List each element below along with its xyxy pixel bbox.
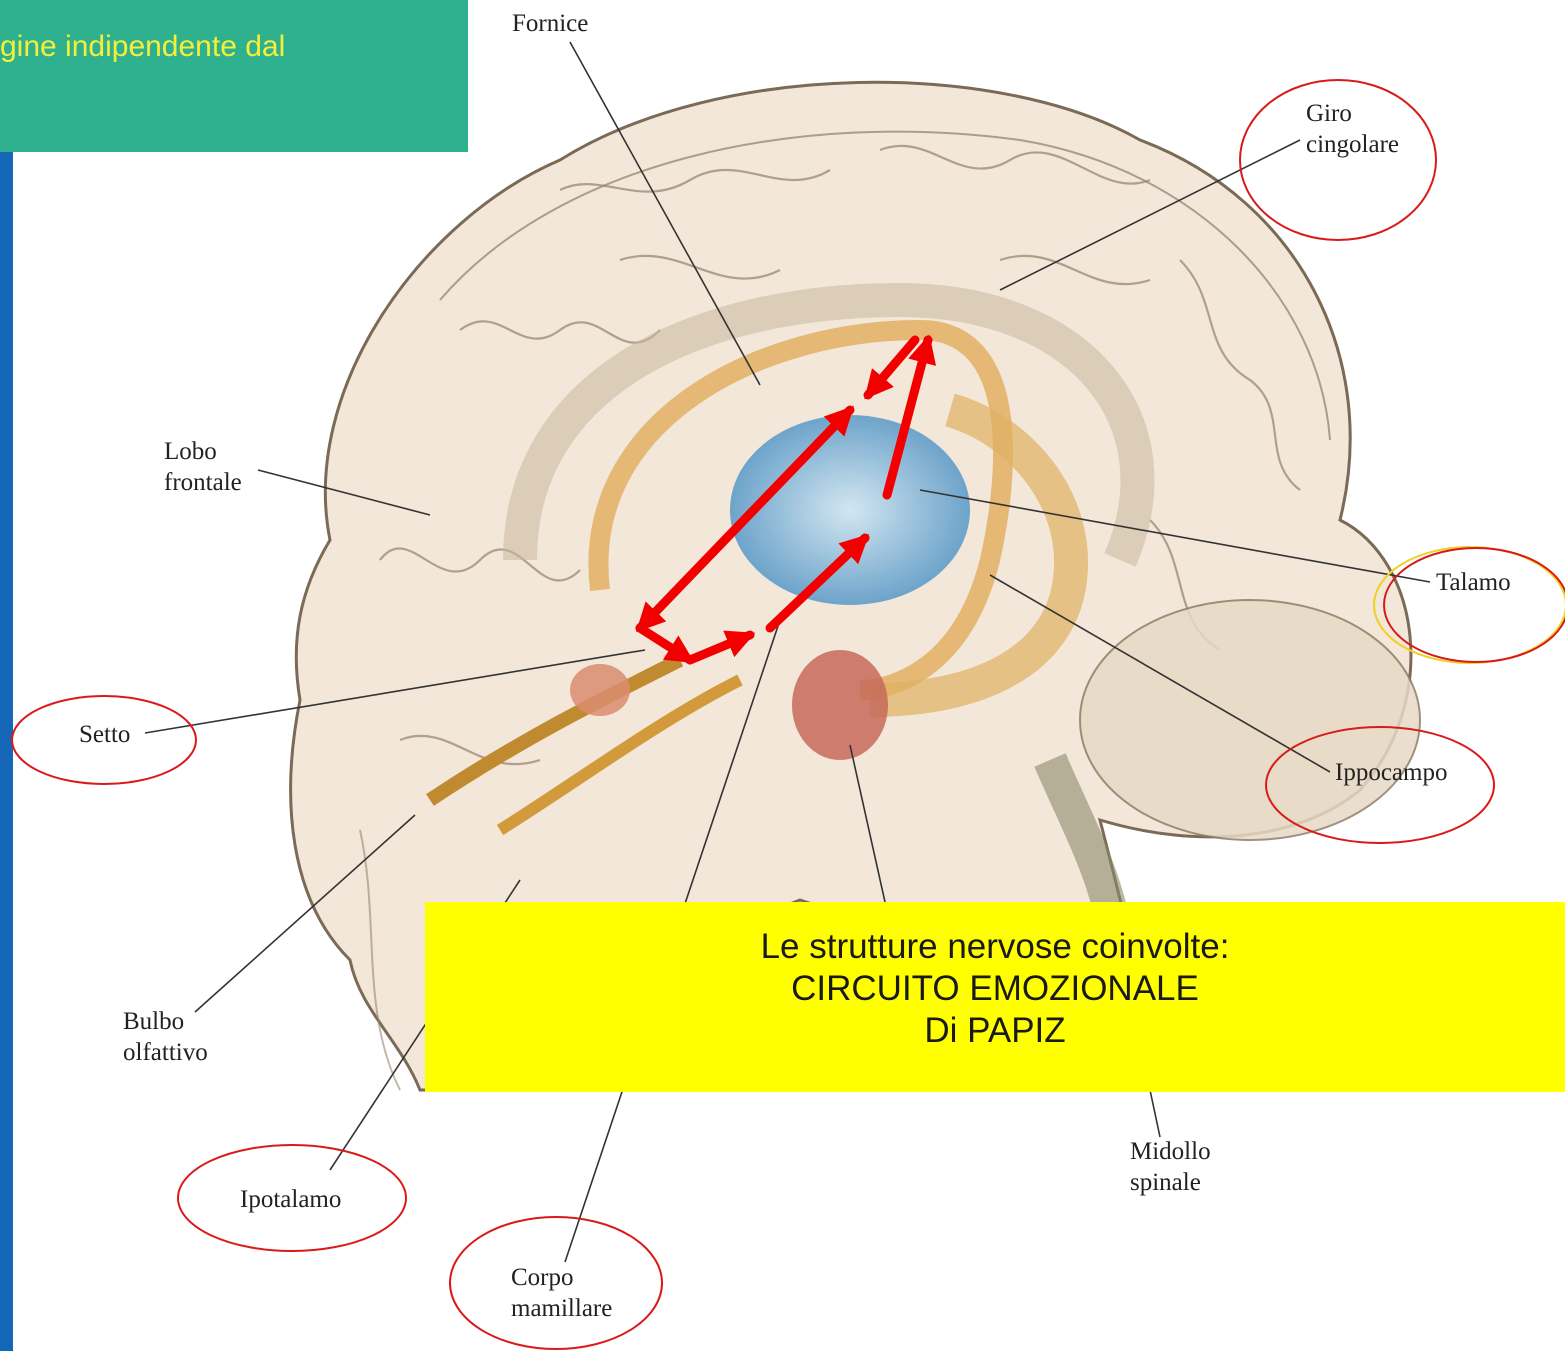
label-ippocampo: Ippocampo (1335, 757, 1447, 788)
callout-line1: CIRCUITO EMOZIONALE (425, 968, 1565, 1010)
highlight-text-line2: gine indipendente dal (0, 30, 285, 64)
circle-talamo-yellow (1374, 547, 1565, 663)
label-talamo: Talamo (1436, 567, 1511, 598)
label-midollo-spinale: Midollo spinale (1130, 1136, 1211, 1198)
callout-title: Le strutture nervose coinvolte: (425, 926, 1565, 968)
callout-line2: Di PAPIZ (425, 1010, 1565, 1052)
label-corpo-mamillare: Corpo mamillare (511, 1262, 612, 1324)
label-midollo-line2: spinale (1130, 1167, 1211, 1198)
label-fornice: Fornice (512, 8, 588, 39)
callout-box: Le strutture nervose coinvolte: CIRCUITO… (425, 902, 1565, 1092)
label-giro-cingolare: Giro cingolare (1306, 98, 1399, 160)
label-ipotalamo: Ipotalamo (240, 1184, 341, 1215)
label-midollo-line1: Midollo (1130, 1136, 1211, 1167)
label-giro-line1: Giro (1306, 98, 1399, 129)
label-lobo-frontale: Lobo frontale (164, 436, 242, 498)
label-setto: Setto (79, 719, 130, 750)
label-lobo-line1: Lobo (164, 436, 242, 467)
label-corpo-line1: Corpo (511, 1262, 612, 1293)
label-bulbo-line1: Bulbo (123, 1006, 208, 1037)
label-lobo-line2: frontale (164, 467, 242, 498)
label-corpo-line2: mamillare (511, 1293, 612, 1324)
label-bulbo-olfattivo: Bulbo olfattivo (123, 1006, 208, 1068)
highlight-text-box: gine indipendente dal (0, 0, 468, 152)
label-bulbo-line2: olfattivo (123, 1037, 208, 1068)
label-giro-line2: cingolare (1306, 129, 1399, 160)
